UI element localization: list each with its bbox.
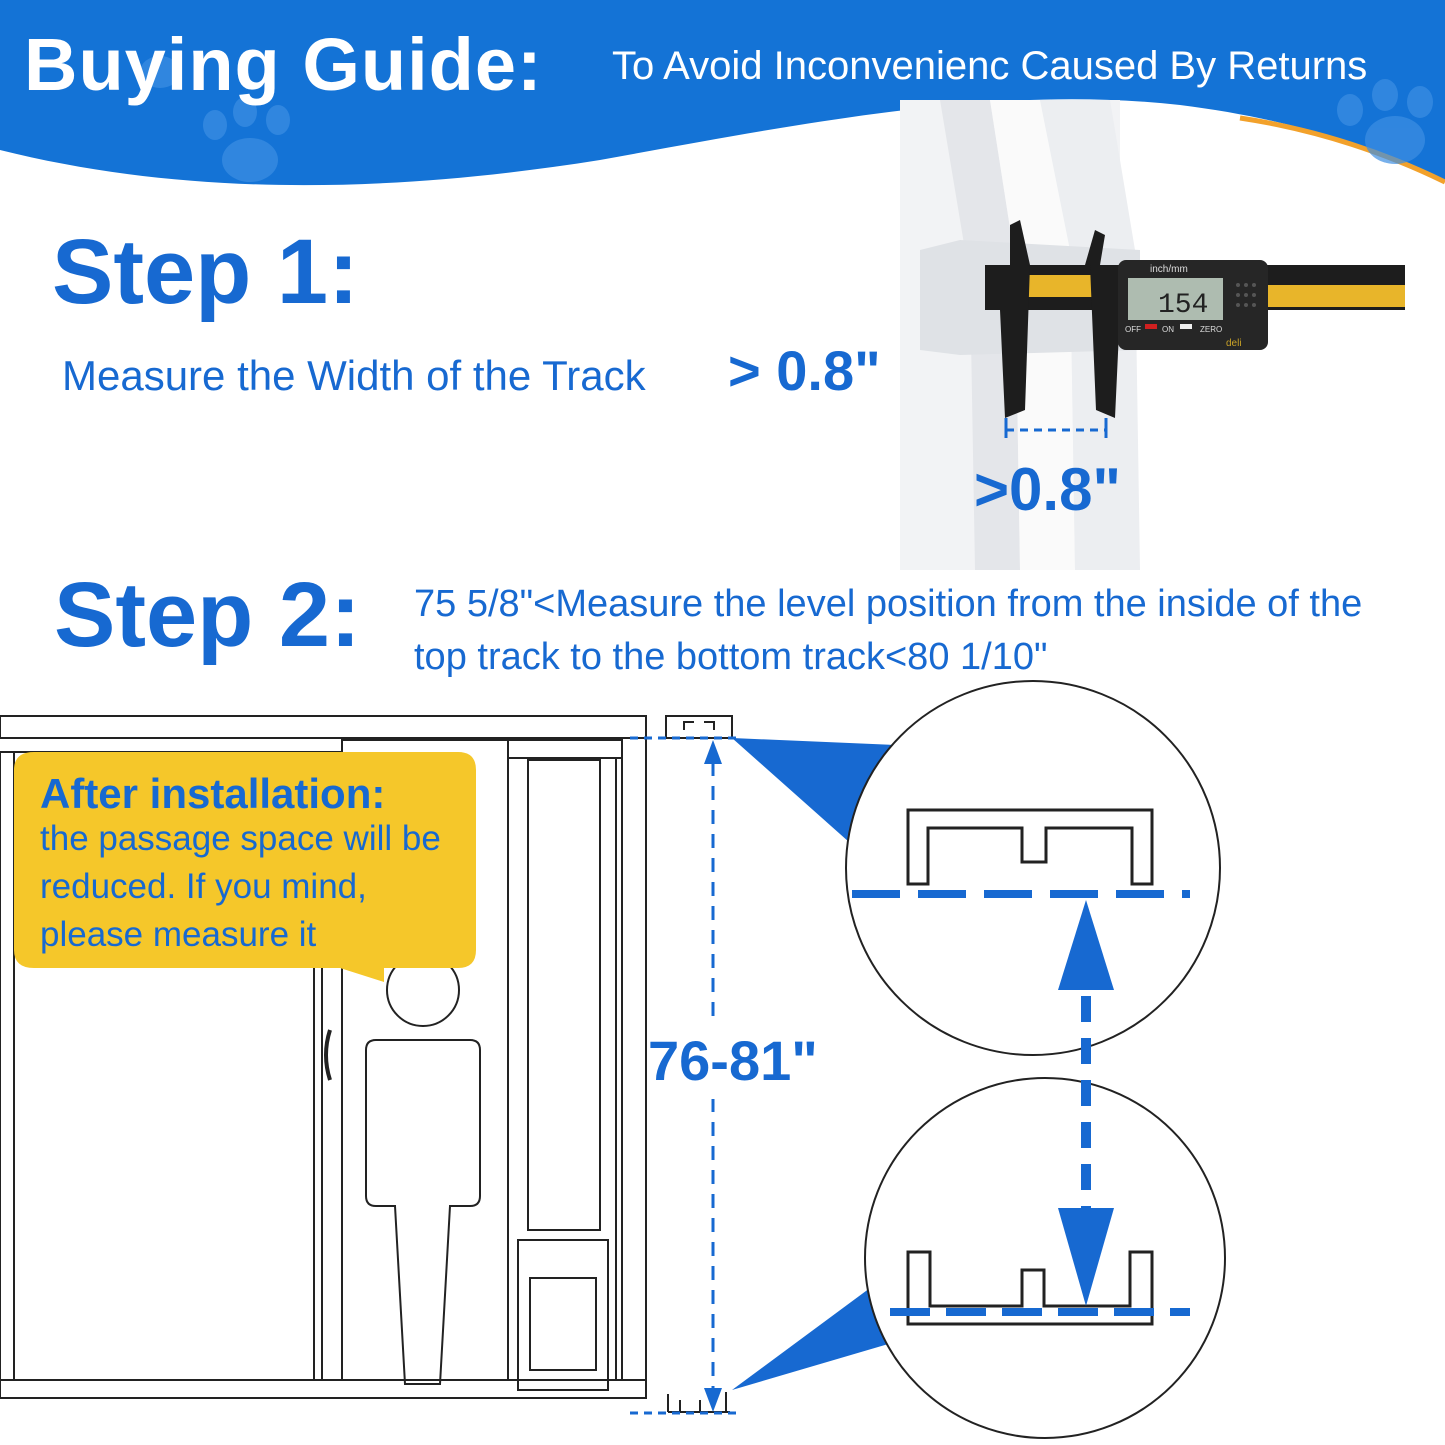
door-handle (324, 1029, 332, 1081)
callout-pointer-bottom (732, 1288, 902, 1390)
zoom-circle-bottom (864, 1077, 1226, 1439)
page-subtitle: To Avoid Inconvenienc Caused By Returns (612, 44, 1368, 88)
step1-instruction: Measure the Width of the Track (62, 352, 646, 399)
pet-flap (517, 1239, 609, 1391)
arrow-up-icon (704, 740, 722, 764)
page-title: Buying Guide: (24, 23, 543, 106)
header-banner (0, 0, 1445, 186)
caliper-photo: 154 inch/mm OFF ON ZERO deli (900, 100, 1405, 570)
note-title: After installation: (40, 770, 386, 817)
pet-door-insert (507, 757, 617, 1381)
caliper-button-on: ON (1162, 325, 1174, 334)
step2-heading: Step 2: (54, 564, 361, 666)
caliper-units: inch/mm (1150, 264, 1188, 275)
step1-width-value: > 0.8" (728, 339, 881, 402)
caliper-reading: 154 (1158, 290, 1208, 321)
caliper-button-off: OFF (1125, 325, 1141, 334)
pet-door-top-vent (507, 739, 623, 759)
note-bubble (14, 752, 476, 982)
person-figure (365, 1039, 481, 1385)
track-gap-arrow (1058, 900, 1114, 1306)
door-right-panel (341, 739, 623, 1381)
caliper-button-zero: ZERO (1200, 325, 1222, 334)
caliper-grip (1236, 283, 1256, 307)
step2-instruction: 75 5/8"<Measure the level position from … (414, 583, 1363, 678)
note-text: the passage space will be reduced. If yo… (40, 819, 441, 954)
door-header-frame (0, 715, 647, 739)
top-track-small (665, 715, 733, 739)
step1-heading: Step 1: (52, 221, 359, 323)
paw-print-icon (140, 56, 1433, 182)
photo-width-value: >0.8" (974, 456, 1121, 523)
bottom-track-profile (906, 1250, 1154, 1326)
caliper-brand-logo: deli (1226, 338, 1242, 349)
height-range-label: 76-81" (648, 1022, 818, 1099)
zoom-circle-top (845, 680, 1221, 1056)
bottom-track-small (667, 1392, 730, 1413)
arrow-down-icon (704, 1388, 722, 1412)
top-track-profile (906, 808, 1154, 886)
